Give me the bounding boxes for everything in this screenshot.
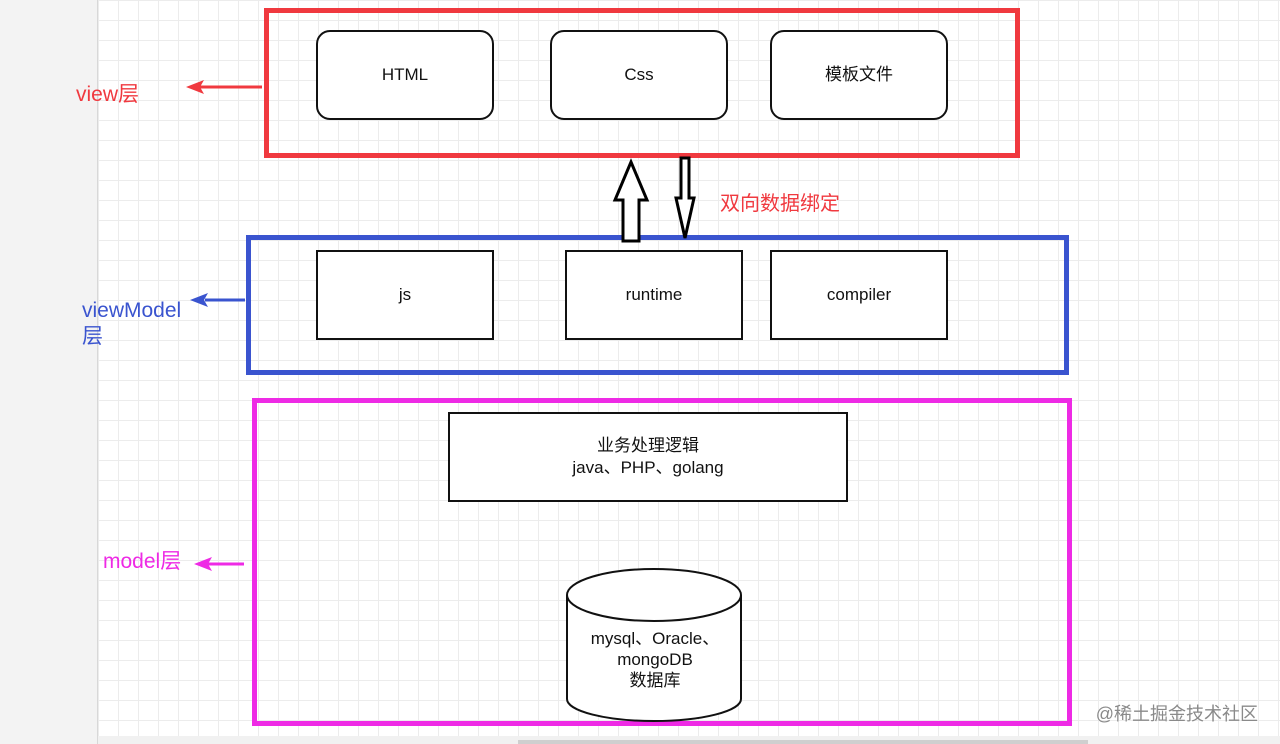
compiler-node: compiler (770, 250, 948, 340)
database-cylinder (566, 568, 742, 722)
business-logic-languages: java、PHP、golang (572, 458, 724, 477)
viewmodel-layer-box (246, 235, 1069, 375)
left-gutter (0, 0, 98, 744)
css-node: Css (550, 30, 728, 120)
model-layer-arrow (194, 557, 244, 571)
js-node: js (316, 250, 494, 340)
database-line-3: 数据库 (629, 671, 681, 690)
view-layer-arrow (186, 80, 262, 94)
model-layer-box (252, 398, 1072, 726)
viewmodel-layer-label: viewModel层 (82, 299, 182, 348)
database-line-1: mysql、Oracle、 (590, 629, 720, 648)
template-file-node: 模板文件 (770, 30, 948, 120)
two-way-binding-label: 双向数据绑定 (720, 193, 840, 215)
database-line-2: mongoDB (617, 650, 693, 669)
model-layer-label: model层 (103, 550, 182, 573)
view-layer-label: view层 (76, 83, 140, 106)
view-layer-box (264, 8, 1020, 158)
watermark: @稀土掘金技术社区 (1095, 704, 1258, 724)
business-logic-title: 业务处理逻辑 (597, 436, 699, 455)
binding-down-arrow (674, 156, 696, 239)
binding-up-arrow (612, 158, 650, 243)
database-label: mysql、Oracle、 mongoDB 数据库 (570, 628, 740, 691)
viewmodel-layer-arrow (190, 293, 245, 307)
horizontal-scrollbar-thumb[interactable] (518, 740, 1088, 744)
html-node: HTML (316, 30, 494, 120)
business-logic-node: 业务处理逻辑 java、PHP、golang (448, 412, 848, 502)
runtime-node: runtime (565, 250, 743, 340)
